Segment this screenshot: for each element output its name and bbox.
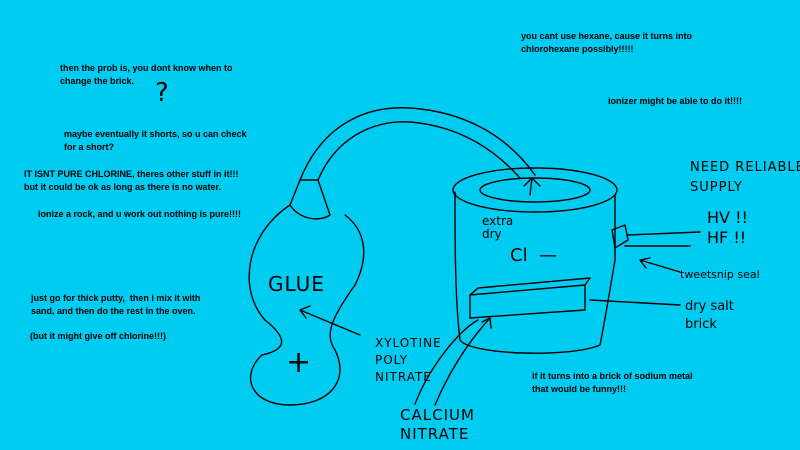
pointer-calcium [434, 317, 492, 406]
label-dry-salt-brick: dry salt brick [685, 299, 734, 332]
label-hv: HV !! [707, 208, 748, 227]
tube-arc [299, 107, 536, 181]
tube-arc-inner [317, 121, 521, 181]
note-not-pure: IT ISNT PURE CHLORINE, theres other stuf… [24, 169, 239, 192]
note-change-brick: then the prob is, you dont know when to … [60, 63, 233, 86]
glue-bottle-cap [289, 179, 331, 220]
brick-outline [469, 284, 586, 319]
glue-bottle-outline [248, 204, 365, 406]
note-shorts: maybe eventually it shorts, so u can che… [64, 129, 247, 152]
pointer-dry-salt [589, 299, 681, 306]
hv-line [627, 231, 701, 236]
label-plus: + [286, 345, 312, 380]
label-need-reliable: NEED RELIABLE SUPPLY [690, 160, 800, 195]
container-inner-top [479, 177, 591, 203]
note-give-off: (but it might give off chlorine!!!) [30, 331, 166, 341]
pointer-calcium-2 [414, 319, 479, 405]
note-sodium: if it turns into a brick of sodium metal… [532, 371, 693, 394]
note-putty: just go for thick putty, then i mix it w… [31, 293, 201, 316]
label-xylotine: XYLOTINE POLY NITRATE [375, 336, 442, 384]
note-ionizer: ionizer might be able to do it!!!! [608, 96, 742, 106]
note-hexane: you cant use hexane, cause it turns into… [521, 31, 693, 54]
label-cl-minus: Cl — [510, 245, 558, 266]
label-hf: HF !! [707, 228, 747, 247]
tube-arrow [523, 177, 541, 196]
brick-top [469, 277, 591, 296]
container-spout [611, 224, 629, 249]
note-ionize-rock: ionize a rock, and u work out nothing is… [38, 209, 242, 219]
pointer-thermal [639, 257, 681, 273]
question-mark: ? [155, 78, 169, 108]
label-calcium: CALCIUM NITRATE [400, 406, 475, 443]
container-top [452, 167, 618, 213]
label-thermal-seal: tweetsnip seal [680, 268, 760, 281]
label-extra-dry: extra dry [482, 214, 514, 241]
label-glue: GLUE [268, 272, 325, 296]
container-body [454, 191, 616, 354]
pointer-xylotine [299, 305, 361, 336]
